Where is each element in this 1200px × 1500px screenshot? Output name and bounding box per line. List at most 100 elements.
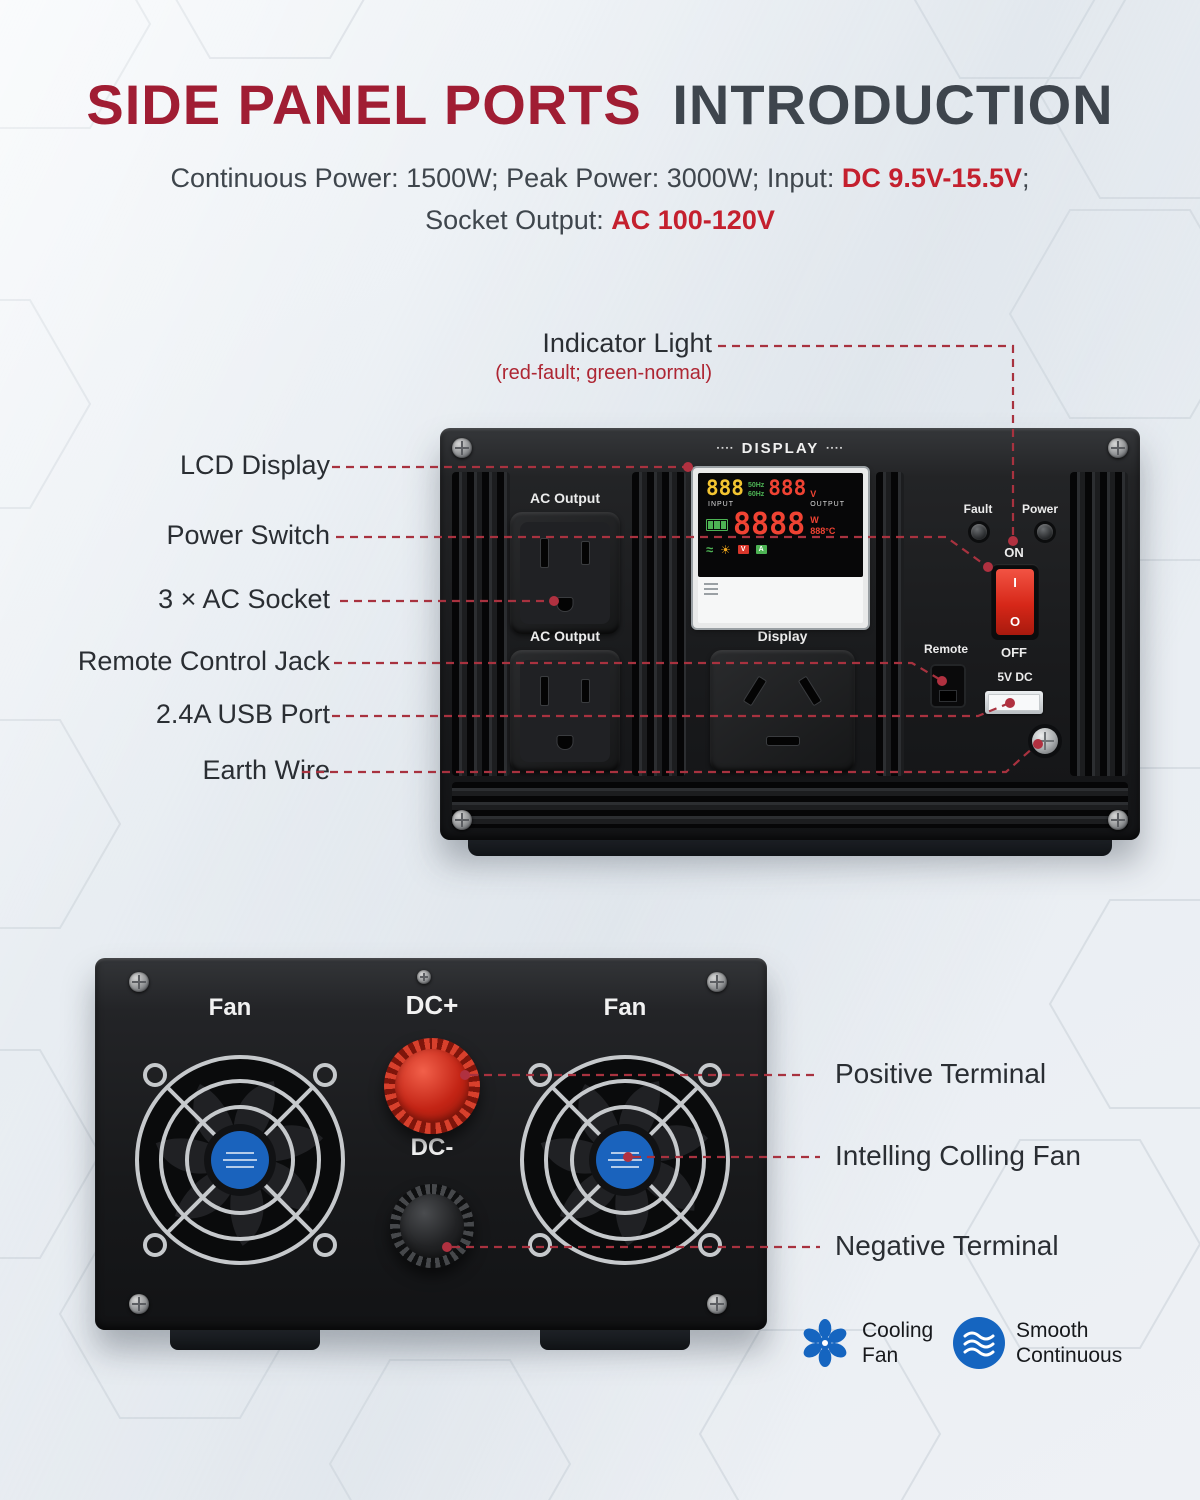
lcd-input-digits: 888 bbox=[706, 476, 744, 500]
lcd-wave-icon: ≈ bbox=[706, 542, 714, 557]
feature-text-line: Cooling bbox=[862, 1318, 934, 1342]
lcd-temperature: 888°C bbox=[810, 526, 835, 536]
ac-output-label-2: AC Output bbox=[530, 628, 600, 644]
display-socket-label: Display bbox=[757, 628, 808, 644]
panel-screw bbox=[707, 972, 727, 992]
usb-port[interactable] bbox=[985, 691, 1043, 714]
display-header: ▪▪▪▪ DISPLAY ▪▪▪▪ bbox=[683, 440, 878, 457]
usb-label: 5V DC bbox=[997, 670, 1033, 684]
callout-negative-terminal: Negative Terminal bbox=[835, 1230, 1059, 1261]
panel-screw bbox=[1108, 438, 1128, 458]
negative-terminal[interactable] bbox=[390, 1184, 474, 1268]
smooth-wave-icon bbox=[953, 1317, 1005, 1369]
page-title-rest: INTRODUCTION bbox=[672, 73, 1114, 136]
vent-grille bbox=[1070, 472, 1128, 776]
vent-grille bbox=[452, 472, 510, 776]
feature-text-line: Smooth bbox=[1016, 1318, 1089, 1342]
lcd-main-digits: 8888 bbox=[733, 507, 806, 542]
lcd-menu-lines-icon bbox=[704, 583, 718, 595]
cooling-fan-left bbox=[128, 1048, 352, 1272]
panel-screw bbox=[417, 970, 431, 984]
feature-smooth-continuous: Smooth Continuous bbox=[952, 1316, 1122, 1370]
vent-grille bbox=[452, 782, 1128, 828]
ac-socket-1 bbox=[510, 512, 620, 634]
positive-terminal[interactable] bbox=[384, 1038, 480, 1134]
callout-cooling-fan: Intelling Colling Fan bbox=[835, 1140, 1081, 1171]
vent-grille bbox=[876, 472, 904, 776]
socket-slot bbox=[797, 675, 823, 707]
spec-line-2: Socket Output: AC 100-120V bbox=[0, 200, 1200, 242]
lcd-display: 888 50Hz 60Hz 888 V INPUT OUTPUT 8888 bbox=[693, 468, 868, 628]
fault-indicator-light bbox=[971, 524, 987, 540]
callout-earth-wire: Earth Wire bbox=[202, 755, 330, 785]
callout-remote-control-jack: Remote Control Jack bbox=[77, 646, 330, 676]
lcd-freq-50: 50Hz bbox=[747, 482, 765, 490]
socket-ground-hole bbox=[556, 597, 574, 612]
switch-on-mark: I bbox=[1013, 575, 1017, 590]
page-title-highlight: SIDE PANEL PORTS bbox=[86, 73, 642, 136]
power-indicator-light bbox=[1037, 524, 1053, 540]
panel-screw bbox=[452, 810, 472, 830]
lcd-output-digits: 888 bbox=[768, 476, 807, 500]
feature-cooling-fan: Cooling Fan bbox=[798, 1316, 933, 1370]
feature-smooth-text: Smooth Continuous bbox=[1016, 1318, 1122, 1368]
socket-slot bbox=[581, 679, 590, 703]
panel-screw bbox=[129, 1294, 149, 1314]
socket-slot bbox=[742, 675, 768, 707]
lcd-volt-tag: V bbox=[737, 545, 749, 554]
callout-ac-socket: 3 × AC Socket bbox=[158, 584, 330, 614]
earth-wire-screw bbox=[1032, 728, 1058, 754]
panel-screw bbox=[707, 1294, 727, 1314]
remote-label: Remote bbox=[923, 642, 968, 656]
spec-line1-input-value: DC 9.5V-15.5V bbox=[841, 163, 1022, 193]
callout-indicator-light: Indicator Light (red-fault; green-normal… bbox=[360, 328, 712, 385]
display-header-text: DISPLAY bbox=[741, 440, 820, 457]
display-header-decor-left: ▪▪▪▪ bbox=[716, 445, 735, 452]
fan-label-left: Fan bbox=[208, 994, 252, 1021]
lcd-bezel bbox=[698, 577, 863, 623]
lcd-screen: 888 50Hz 60Hz 888 V INPUT OUTPUT 8888 bbox=[698, 473, 863, 577]
power-switch[interactable]: I O bbox=[991, 564, 1039, 640]
power-label: Power bbox=[1021, 502, 1058, 516]
spec-line2-text: Socket Output: bbox=[425, 204, 612, 235]
callout-positive-terminal: Positive Terminal bbox=[835, 1058, 1047, 1089]
ac-socket-2 bbox=[510, 650, 620, 772]
display-header-decor-right: ▪▪▪▪ bbox=[826, 445, 845, 452]
socket-ground-hole bbox=[556, 735, 574, 750]
dc-minus-label: DC- bbox=[410, 1134, 454, 1161]
inverter-back-panel: Fan DC+ Fan DC- bbox=[95, 958, 767, 1330]
lcd-frequency: 50Hz 60Hz bbox=[748, 482, 764, 499]
lcd-output-caption: OUTPUT bbox=[810, 501, 845, 508]
fault-label: Fault bbox=[963, 502, 993, 516]
spec-summary: Continuous Power: 1500W; Peak Power: 300… bbox=[0, 158, 1200, 242]
vent-grille bbox=[632, 472, 686, 776]
callout-power-switch: Power Switch bbox=[166, 520, 330, 550]
spec-line-1: Continuous Power: 1500W; Peak Power: 300… bbox=[0, 158, 1200, 200]
positive-terminal-cap bbox=[395, 1049, 469, 1123]
inverter-front-panel: ▪▪▪▪ DISPLAY ▪▪▪▪ AC Output AC Output 88 bbox=[440, 428, 1140, 840]
ac-output-label-1: AC Output bbox=[530, 490, 600, 506]
usb-port-inner bbox=[988, 694, 1040, 711]
callout-lcd-display: LCD Display bbox=[179, 450, 330, 480]
lcd-battery-icon bbox=[706, 519, 728, 531]
front-panel-base bbox=[468, 838, 1112, 856]
negative-terminal-cap bbox=[400, 1194, 464, 1258]
feature-cooling-fan-text: Cooling Fan bbox=[862, 1318, 933, 1368]
display-socket bbox=[710, 650, 855, 772]
lcd-sun-icon: ☀ bbox=[720, 542, 731, 557]
lcd-temp-unit: °C bbox=[825, 525, 836, 536]
power-switch-rocker[interactable]: I O bbox=[996, 569, 1034, 635]
on-label: ON bbox=[1004, 545, 1024, 560]
lcd-volt-unit: V bbox=[810, 489, 817, 499]
socket-slot bbox=[581, 541, 590, 565]
switch-off-mark: O bbox=[1009, 614, 1021, 629]
cooling-fan-icon bbox=[801, 1319, 849, 1367]
socket-slot bbox=[540, 538, 549, 568]
remote-control-jack[interactable] bbox=[930, 664, 966, 708]
callout-indicator-title: Indicator Light bbox=[542, 328, 712, 358]
spec-line1-tail: ; bbox=[1021, 163, 1030, 193]
panel-screw bbox=[452, 438, 472, 458]
lcd-freq-60: 60Hz bbox=[747, 490, 765, 498]
panel-screw bbox=[1108, 810, 1128, 830]
panel-screw bbox=[129, 972, 149, 992]
